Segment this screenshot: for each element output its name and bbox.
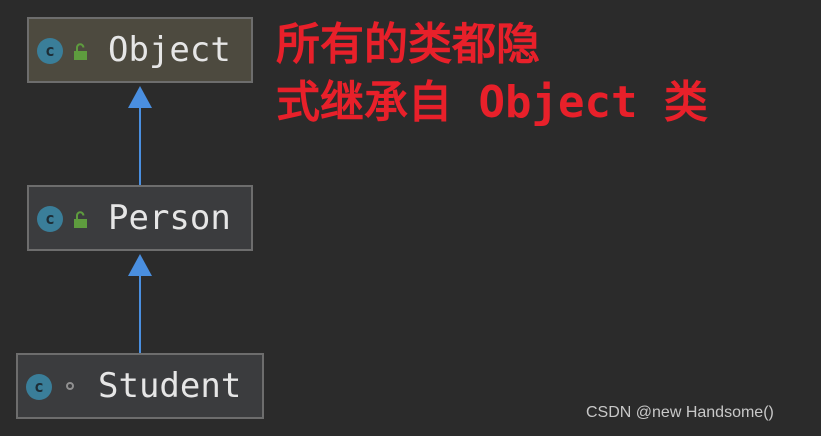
class-node-student[interactable]: c Student	[16, 353, 264, 419]
class-node-object[interactable]: c Object	[27, 17, 253, 83]
class-icon: c	[37, 38, 63, 64]
class-name: Person	[108, 198, 231, 238]
annotation-text: 所有的类都隐 式继承自 Object 类	[276, 16, 708, 132]
lock-open-icon	[74, 211, 87, 228]
class-name: Student	[98, 366, 242, 406]
annotation-line-1: 所有的类都隐	[276, 19, 540, 70]
arrow-person-to-object	[128, 86, 152, 185]
watermark: CSDN @new Handsome()	[586, 404, 774, 421]
package-private-dot-icon	[66, 382, 74, 390]
annotation-line-2: 式继承自 Object 类	[276, 77, 708, 128]
arrow-student-to-person	[128, 254, 152, 353]
class-icon: c	[26, 374, 52, 400]
class-node-person[interactable]: c Person	[27, 185, 253, 251]
lock-open-icon	[74, 43, 87, 60]
class-name: Object	[108, 30, 231, 70]
class-icon: c	[37, 206, 63, 232]
